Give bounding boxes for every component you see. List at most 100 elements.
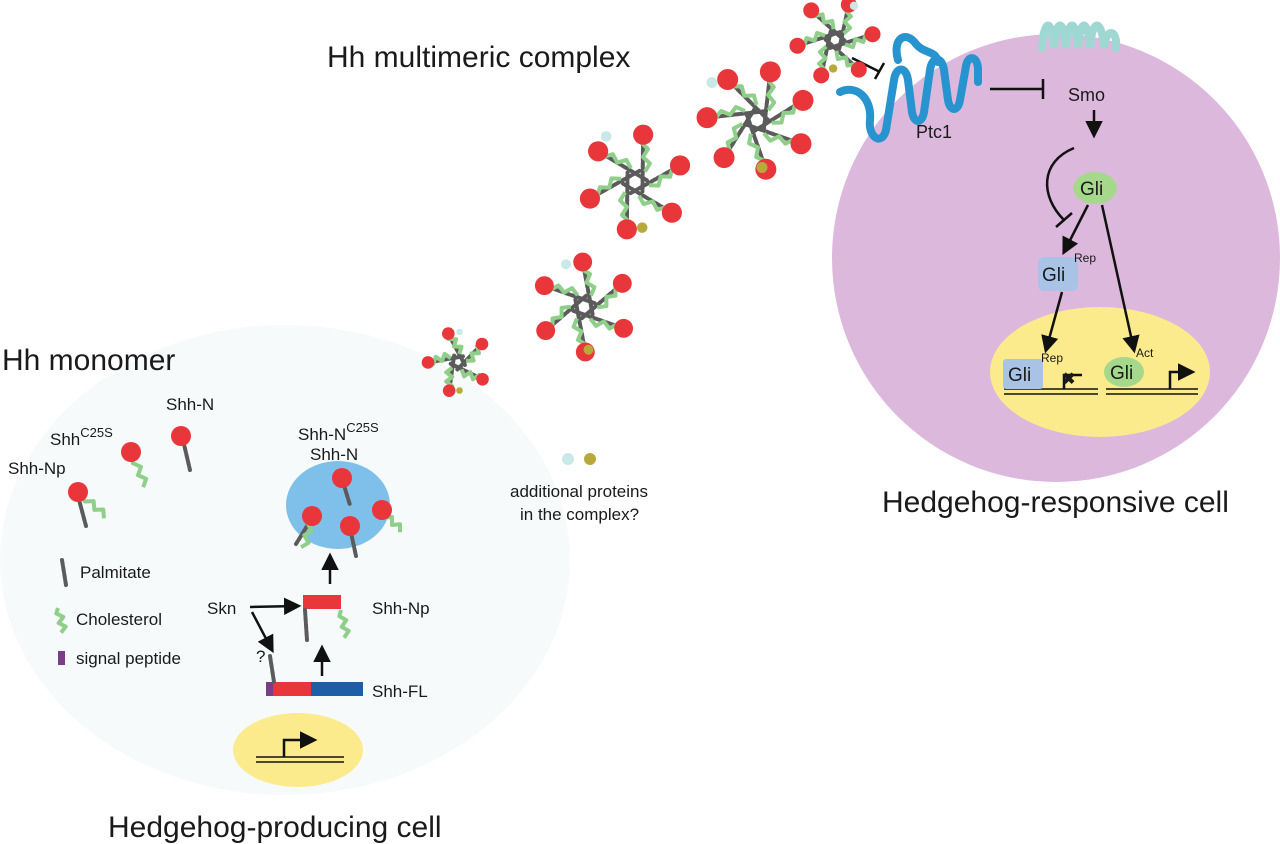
monomer-shh-np-label: Shh-Np (8, 459, 66, 478)
hh-multimer (696, 61, 814, 180)
palmitate-chain (60, 558, 68, 587)
signal-peptide-segment (266, 682, 273, 696)
extra-protein-cyan (456, 328, 463, 336)
hh-protein-ball (661, 202, 682, 223)
hh-protein-ball (121, 442, 141, 462)
gli-rep-label: Gli (1042, 265, 1065, 286)
extra-protein-cyan (561, 259, 571, 270)
hh-protein-ball (302, 506, 322, 526)
multimeric-complexes (421, 0, 881, 397)
hh-protein-ball (476, 372, 489, 386)
gli-label: Gli (1080, 179, 1103, 200)
additional-protein-icon-1 (562, 453, 574, 465)
extra-protein-cyan (849, 1, 859, 10)
hh-protein-ball (588, 141, 609, 162)
cholesterol-chain (54, 607, 68, 634)
hh-protein-ball (633, 124, 654, 145)
hh-protein-ball (790, 133, 812, 155)
smo-receptor (1038, 21, 1121, 52)
hh-protein-ball (614, 318, 634, 338)
hh-protein-ball (616, 219, 637, 240)
vesicle-shh-n-c25s-base: Shh-N (298, 425, 346, 444)
monomer-shh-c25s-superscript: C25S (80, 425, 113, 440)
hh-protein-ball (669, 155, 691, 176)
shh-fl-label: Shh-FL (372, 682, 428, 701)
extra-protein-olive (456, 387, 463, 394)
hh-protein-ball (612, 273, 632, 293)
hh-inhibits-ptc1-line (851, 56, 881, 74)
vesicle-shh-n-c25s-label: Shh-NC25S (298, 420, 379, 444)
producing-cell-title: Hedgehog-producing cell (108, 811, 442, 844)
monomer-shh-n-label: Shh-N (166, 395, 214, 414)
palmitate-chain (268, 654, 276, 684)
hh-multimer (534, 252, 634, 362)
repression-mark-icon: ✖ (1062, 371, 1075, 388)
hh-protein-ball (171, 426, 191, 446)
hh-protein-ball (475, 337, 489, 351)
hh-protein-ball (573, 252, 593, 272)
hh-protein-ball (696, 107, 718, 129)
hh-protein-ball (372, 500, 392, 520)
repressed-promoter-arrow (1062, 373, 1082, 389)
nuclear-gli-act-label: Gli (1110, 363, 1133, 384)
hh-protein-ball (850, 61, 867, 78)
gli-to-act-arrow (1100, 204, 1140, 354)
hh-protein-ball (789, 37, 806, 54)
shh-c-segment (311, 682, 363, 696)
extra-protein-cyan (706, 77, 718, 88)
secretory-vesicle (286, 461, 390, 549)
cholesterol-chain (80, 494, 106, 519)
responsive-cell: Ptc1 Smo Gli Gli Rep Gli Rep ✖ (832, 21, 1280, 519)
palmitate-legend-label: Palmitate (80, 563, 151, 582)
hh-protein-ball (579, 188, 601, 209)
nuclear-gli-act-node (1104, 357, 1144, 387)
hh-protein-ball (717, 69, 739, 91)
gli-rep-node (1038, 257, 1078, 291)
palmitate-legend-icon (60, 558, 68, 587)
palmitate-chain (303, 608, 309, 642)
producing-cell-background (0, 325, 570, 795)
hh-protein-ball (536, 321, 556, 341)
ptc1-label: Ptc1 (916, 122, 952, 142)
shh-np-label: Shh-Np (372, 599, 430, 618)
hh-protein-ball (864, 26, 881, 43)
ptc1-receptor-loop (892, 33, 942, 66)
smo-inhibits-processing-curve (1045, 146, 1075, 221)
hh-multimer (421, 327, 489, 397)
monomer-shh-c25s-base: Shh (50, 430, 80, 449)
gli-node (1073, 172, 1117, 204)
nuclear-gli-rep-label: Gli (1008, 365, 1031, 386)
vesicle-shh-n-c25s-superscript: C25S (346, 420, 379, 435)
skn-to-fl-arrow (250, 611, 274, 654)
hh-protein-ball (68, 482, 88, 502)
shh-n-segment (273, 682, 311, 696)
producing-cell: Shh-NC25S Shh-N Shh-Np Skn ? Shh-FL Hedg… (108, 420, 442, 844)
hh-protein-ball (421, 356, 435, 369)
signal-peptide-legend-label: signal peptide (76, 649, 181, 668)
smo-label: Smo (1068, 85, 1105, 105)
cholesterol-chain (130, 455, 149, 488)
skn-label: Skn (207, 599, 236, 618)
legend: Palmitate Cholesterol signal peptide (54, 558, 181, 668)
signal-peptide-legend-icon (58, 651, 65, 665)
nuclear-gli-act-superscript: Act (1136, 346, 1154, 360)
shh-np-bar (303, 595, 341, 609)
gli-rep-to-nucleus-arrow (1041, 291, 1064, 354)
hh-protein-ball (332, 468, 352, 488)
extra-protein-olive (828, 64, 838, 73)
producing-promoter-arrow (282, 731, 318, 757)
hh-multimer (579, 124, 691, 240)
ptc1-receptor (836, 54, 982, 143)
hh-inhibits-ptc1-bar (873, 62, 886, 80)
skn-to-np-arrow (249, 597, 302, 616)
hh-protein-ball (803, 2, 820, 19)
hh-protein-ball (792, 89, 814, 111)
active-promoter-arrow (1168, 363, 1196, 389)
cholesterol-legend-label: Cholesterol (76, 610, 162, 629)
nuclear-gli-rep-superscript: Rep (1041, 351, 1063, 365)
hh-monomer-title: Hh monomer (2, 344, 175, 377)
hh-protein-ball (759, 61, 781, 83)
additional-proteins-line-1: additional proteins (510, 482, 648, 501)
additional-proteins-line-2: in the complex? (520, 505, 639, 524)
